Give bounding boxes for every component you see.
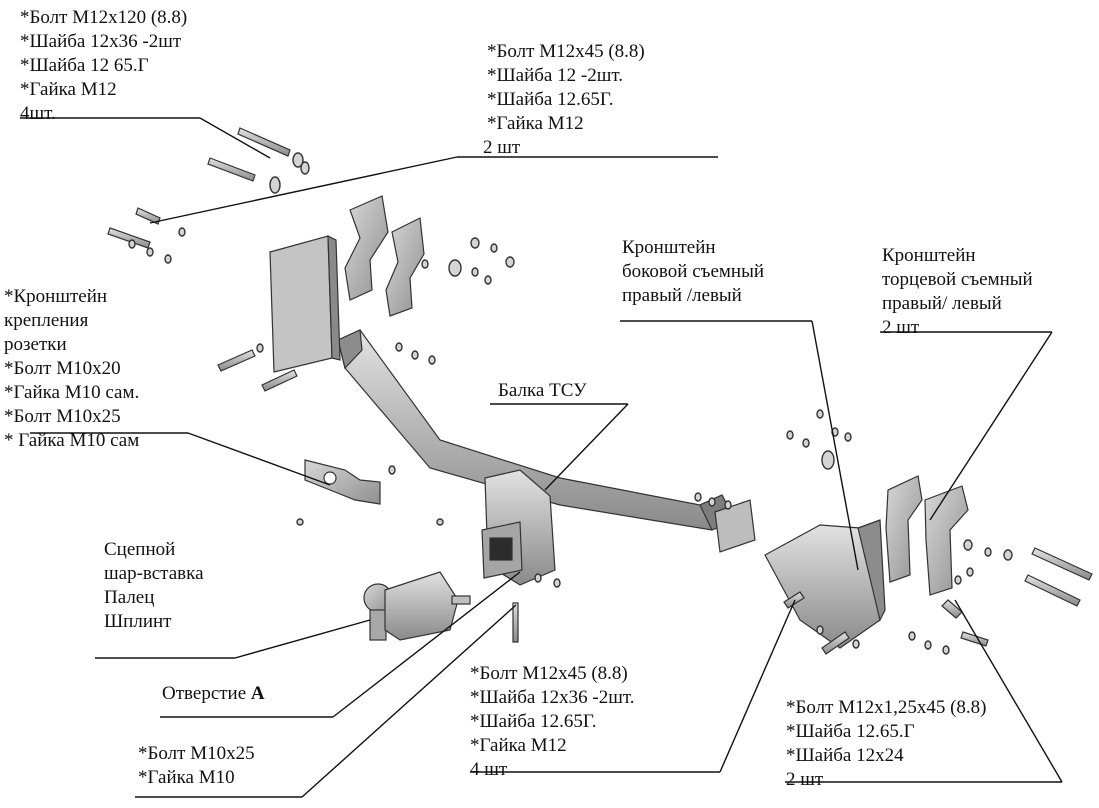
washers-and-nuts [128, 152, 1013, 655]
label-line: Кронштейн [882, 245, 976, 266]
label-line: *Шайба 12.65.Г [786, 721, 915, 742]
label-bottom-right: *Болт М12х1,25х45 (8.8) *Шайба 12.65.Г *… [786, 696, 987, 792]
label-line: *Шайба 12 65.Г [20, 55, 149, 76]
label-top-left: *Болт М12х120 (8.8) *Шайба 12х36 -2шт *Ш… [20, 6, 187, 126]
label-line: 4 шт [470, 759, 508, 780]
label-line: *Гайка М12 [20, 79, 117, 100]
label-line: *Гайка М10 [138, 767, 235, 788]
label-line: *Болт М12х1,25х45 (8.8) [786, 697, 987, 718]
ball-mount [363, 571, 471, 641]
label-line: Шплинт [104, 611, 172, 632]
hole-a-letter: А [250, 683, 265, 704]
label-beam: Балка ТСУ [498, 379, 587, 403]
end-bracket-pair [885, 475, 969, 596]
label-line: розетки [4, 334, 67, 355]
label-line: *Шайба 12.65Г. [470, 711, 597, 732]
receiver-housing [481, 469, 556, 586]
leader-lines [20, 117, 1063, 798]
label-top-center: *Болт М12х45 (8.8) *Шайба 12 -2шт. *Шайб… [483, 40, 645, 160]
label-ball-mount: Сцепной шар-вставка Палец Шплинт [104, 538, 204, 634]
label-line: Балка ТСУ [498, 380, 587, 401]
label-line: *Болт М12х45 (8.8) [487, 41, 645, 62]
side-bracket [764, 519, 886, 649]
label-line: торцевой съемный [882, 269, 1033, 290]
label-line: *Шайба 12х24 [786, 745, 904, 766]
label-line: правый/ левый [882, 293, 1002, 314]
label-line: 2 шт [882, 317, 920, 338]
label-end-bracket: Кронштейн торцевой съемный правый/ левый… [882, 244, 1033, 340]
socket-bracket [304, 459, 381, 505]
label-line: *Шайба 12х36 -2шт [20, 31, 182, 52]
label-line: *Болт М12х120 (8.8) [20, 7, 188, 28]
label-line: *Болт М10х20 [4, 358, 121, 379]
label-line: правый /левый [622, 285, 742, 306]
label-bottom-left: *Болт М10х25 *Гайка М10 [138, 742, 255, 790]
label-line: *Болт М10х25 [4, 406, 121, 427]
label-side-bracket: Кронштейн боковой съемный правый /левый [622, 236, 764, 308]
label-hole-a: Отверстие А [162, 682, 265, 706]
label-line: *Болт М10х25 [138, 743, 255, 764]
bolts [107, 127, 1093, 655]
label-line: *Гайка М10 сам. [4, 382, 140, 403]
hole-a-text: Отверстие [162, 683, 251, 704]
label-line: *Болт М12х45 (8.8) [470, 663, 628, 684]
label-line: Сцепной [104, 539, 176, 560]
label-line: *Шайба 12х36 -2шт. [470, 687, 635, 708]
label-line: крепления [4, 310, 89, 331]
label-line: *Гайка М12 [470, 735, 567, 756]
label-socket-bracket: *Кронштейн крепления розетки *Болт М10х2… [4, 285, 139, 453]
label-line: *Шайба 12 -2шт. [487, 65, 623, 86]
label-line: 4шт. [20, 103, 56, 124]
label-bottom-center: *Болт М12х45 (8.8) *Шайба 12х36 -2шт. *Ш… [470, 662, 634, 782]
label-line: боковой съемный [622, 261, 765, 282]
label-line: *Шайба 12.65Г. [487, 89, 614, 110]
label-line: *Кронштейн [4, 286, 108, 307]
label-line: Кронштейн [622, 237, 716, 258]
label-line: 2 шт [483, 137, 521, 158]
label-line: * Гайка М10 сам [4, 430, 140, 451]
label-line: Палец [104, 587, 155, 608]
label-line: шар-вставка [104, 563, 204, 584]
upper-bracket-pair [344, 195, 425, 317]
label-line: *Гайка М12 [487, 113, 584, 134]
label-line: 2 шт [786, 769, 824, 790]
